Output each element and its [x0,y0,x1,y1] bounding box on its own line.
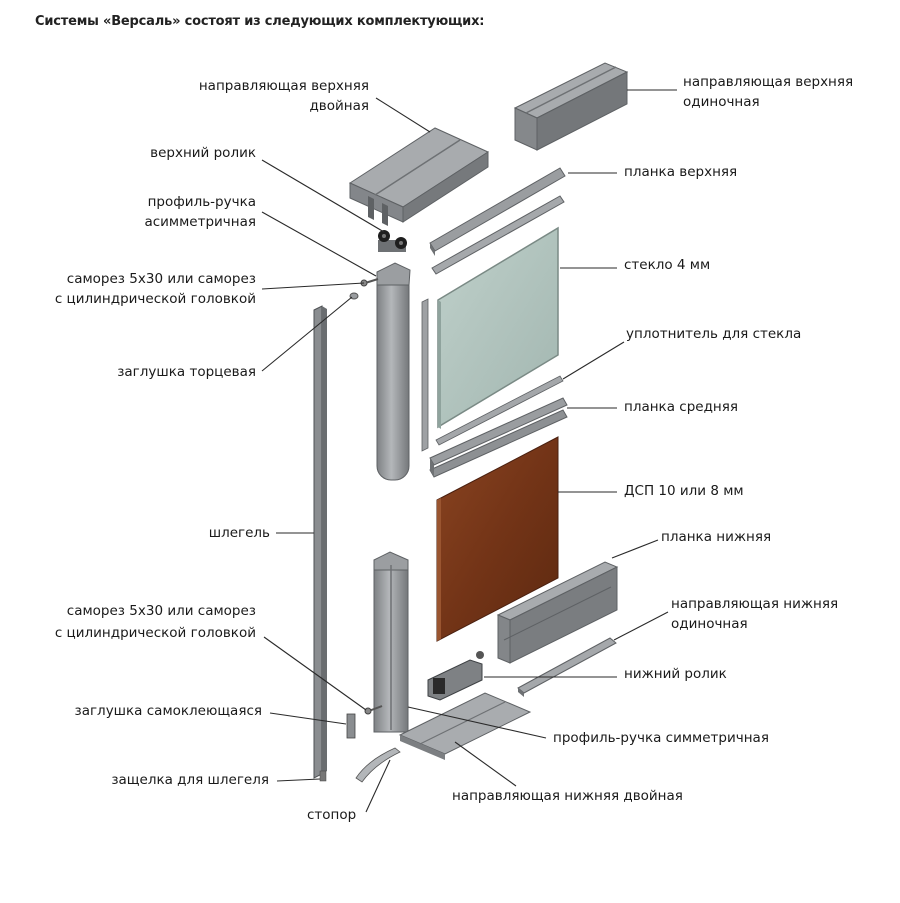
leader-bottom-strip [611,539,659,559]
glass-panel [437,226,559,429]
label-bottom-screw-line2: с цилиндрической головкой [54,625,256,641]
leader-lower-double-guide [454,741,517,787]
label-top-strip: планка верхняя [624,164,738,180]
lower-roller [427,651,484,701]
bottom-strip [496,561,619,664]
leader-lines [261,89,677,813]
label-brush-latch: защелка для шлегеля [111,772,269,788]
leader-top-screw [261,282,365,290]
label-asym-handle-line1: профиль-ручка [147,194,256,210]
label-glass: стекло 4 мм [624,257,711,273]
label-upper-double-guide-line2: двойная [309,98,369,114]
leader-sym-handle [407,706,547,739]
lower-single-guide [517,637,617,697]
middle-strip [429,397,568,478]
label-upper-single-guide-line2: одиночная [683,94,760,110]
leader-glass-seal [562,341,625,380]
glass-seal-strip [421,298,564,452]
label-top-screw-line2: с цилиндрической головкой [54,291,256,307]
leader-upper-double-guide [375,97,431,133]
brush-seal-profile [313,305,327,779]
label-top-screw-line1: саморез 5х30 или саморез [66,271,256,287]
upper-single-guide [513,62,629,151]
asymmetric-handle-profile [376,262,411,481]
brush-latch [319,770,327,782]
label-bottom-screw-line1: саморез 5х30 или саморез [66,603,256,619]
label-upper-single-guide-line1: направляющая верхняя [683,74,854,90]
stopper [355,747,401,783]
leader-end-cap [261,296,353,372]
page-title: Системы «Версаль» состоят из следующих к… [35,14,485,29]
label-upper-double-guide-line1: направляющая верхняя [198,78,369,94]
leader-asym-handle [261,211,377,277]
label-end-cap: заглушка торцевая [117,364,256,380]
leader-upper-roller [261,159,385,233]
label-chipboard: ДСП 10 или 8 мм [624,483,744,499]
chipboard-panel [436,436,559,642]
label-lower-single-guide-line2: одиночная [671,616,748,632]
lower-double-guide [398,692,532,760]
leader-stopper [365,759,391,813]
bottom-screw [364,705,383,715]
adhesive-cap [346,713,356,739]
label-lower-single-guide-line1: направляющая нижняя [671,596,839,612]
leader-adhesive-cap [269,712,347,725]
symmetric-handle-profile [373,551,409,733]
label-lower-double-guide: направляющая нижняя двойная [452,788,683,804]
leader-brush-latch [276,778,321,782]
leader-bottom-screw [263,636,367,711]
label-lower-roller: нижний ролик [624,666,727,682]
label-adhesive-cap: заглушка самоклеющаяся [74,703,262,719]
label-brush-seal: шлегель [208,525,270,541]
label-middle-strip: планка средняя [624,399,738,415]
upper-roller [378,230,407,252]
label-bottom-strip: планка нижняя [661,529,772,545]
top-strip [429,167,566,275]
label-upper-roller: верхний ролик [150,145,256,161]
leader-lower-single-guide [613,611,669,641]
upper-double-guide [348,127,490,226]
label-sym-handle: профиль-ручка симметричная [553,730,769,746]
label-asym-handle-line2: асимметричная [144,214,256,230]
label-stopper: стопор [307,807,357,823]
label-glass-seal: уплотнитель для стекла [626,326,802,342]
